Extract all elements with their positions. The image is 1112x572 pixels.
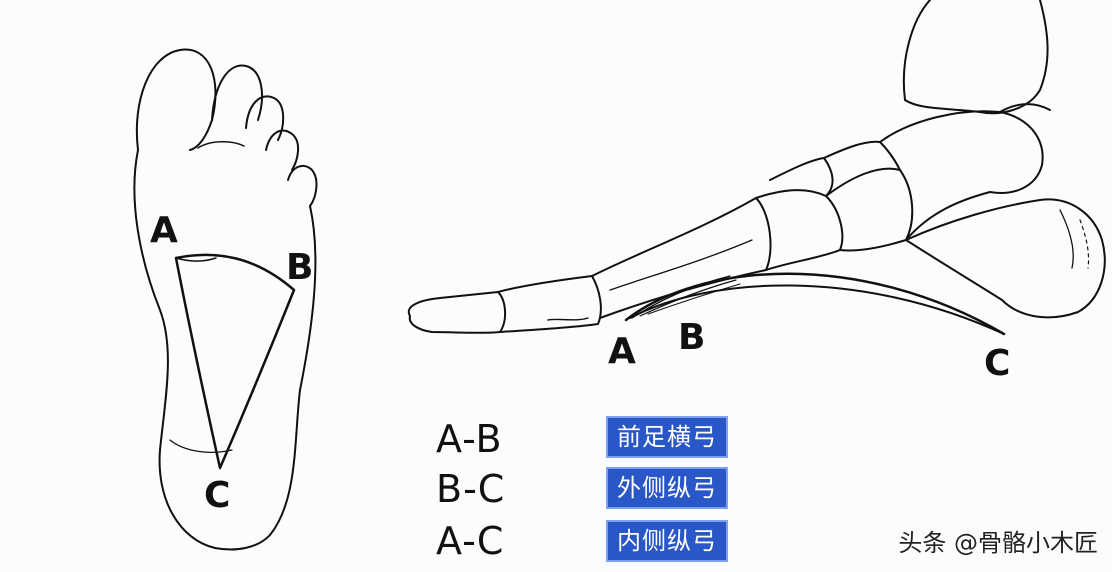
sole-outline (133, 48, 318, 551)
side-arch-lateral (629, 284, 1005, 335)
watermark: 头条 @骨骼小木匠 (898, 529, 1098, 557)
side-arch-medial (624, 272, 1006, 336)
legend-badge-ac: 内侧纵弓 (606, 520, 728, 562)
side-label-a: A (608, 331, 636, 372)
side-label-b: B (678, 317, 706, 358)
legend-badge-ab: 前足横弓 (606, 416, 728, 458)
legend-badge-bc: 外侧纵弓 (606, 467, 728, 509)
side-label-c: C (984, 343, 1011, 384)
legend-code-ac: A-C (436, 519, 505, 563)
sole-arch-triangle (174, 253, 296, 470)
sole-label-c: C (204, 475, 231, 516)
side-skeleton (407, 0, 1106, 334)
legend-code-ab: A-B (436, 417, 503, 461)
legend-code-bc: B-C (436, 467, 506, 511)
sole-label-b: B (286, 247, 314, 288)
sole-label-a: A (150, 210, 178, 251)
